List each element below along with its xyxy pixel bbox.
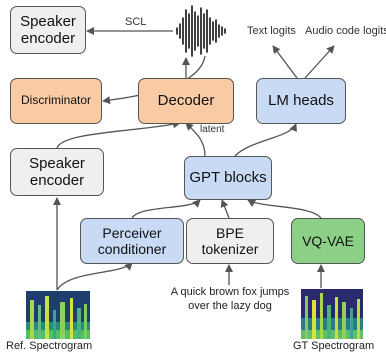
- gpt-blocks-box: GPT blocks: [184, 156, 272, 200]
- ref-spec-to-perceiver-arrow: [56, 262, 133, 291]
- gpt-to-decoder-arrow: [185, 122, 206, 157]
- gt-spectrogram-image: [301, 289, 363, 339]
- decoder-box: Decoder: [138, 78, 234, 124]
- lm-heads-label: LM heads: [268, 92, 334, 110]
- ref-spectrogram-image: [26, 291, 90, 339]
- ref-spectrogram-label: Ref. Spectrogram: [6, 340, 93, 352]
- speaker-encoder-top-label: Speaker encoder: [20, 12, 76, 47]
- speaker-encoder-mid-label: Speaker encoder: [29, 154, 85, 189]
- bpe-tokenizer-label: BPE tokenizer: [201, 224, 259, 257]
- discriminator-label: Discriminator: [20, 93, 91, 108]
- perceiver-conditioner-label: Perceiver conditioner: [97, 224, 167, 257]
- decoder-label: Decoder: [157, 92, 215, 110]
- audio-waveform: [176, 5, 226, 57]
- vqvae-to-gpt-arrow: [247, 199, 322, 219]
- gpt-blocks-label: GPT blocks: [189, 169, 267, 187]
- discriminator-box: Discriminator: [10, 78, 102, 124]
- speaker-encoder-top-box: Speaker encoder: [10, 6, 86, 54]
- speaker-to-decoder-arrow: [56, 120, 181, 149]
- text-logits-label: Text logits: [247, 25, 296, 37]
- input-text-label: A quick brown fox jumps over the lazy do…: [170, 286, 290, 313]
- perceiver-to-gpt-arrow: [131, 199, 201, 219]
- bpe-tokenizer-box: BPE tokenizer: [186, 218, 274, 264]
- latent-label: latent: [200, 124, 225, 135]
- lm-heads-box: LM heads: [256, 78, 346, 124]
- perceiver-conditioner-box: Perceiver conditioner: [80, 218, 184, 264]
- lmheads-to-text-logits-arrow: [272, 45, 298, 79]
- audio-code-logits-label: Audio code logits: [305, 25, 386, 37]
- bpe-to-gpt-arrow: [220, 199, 230, 219]
- speaker-encoder-mid-box: Speaker encoder: [10, 148, 104, 196]
- gt-spectrogram-label: GT Spectrogram: [293, 340, 375, 352]
- lmheads-to-audio-logits-arrow: [304, 45, 335, 79]
- vq-vae-label: VQ-VAE: [302, 232, 354, 249]
- scl-label: SCL: [125, 16, 147, 28]
- vq-vae-box: VQ-VAE: [291, 218, 365, 264]
- gpt-to-lmheads-arrow: [234, 123, 297, 157]
